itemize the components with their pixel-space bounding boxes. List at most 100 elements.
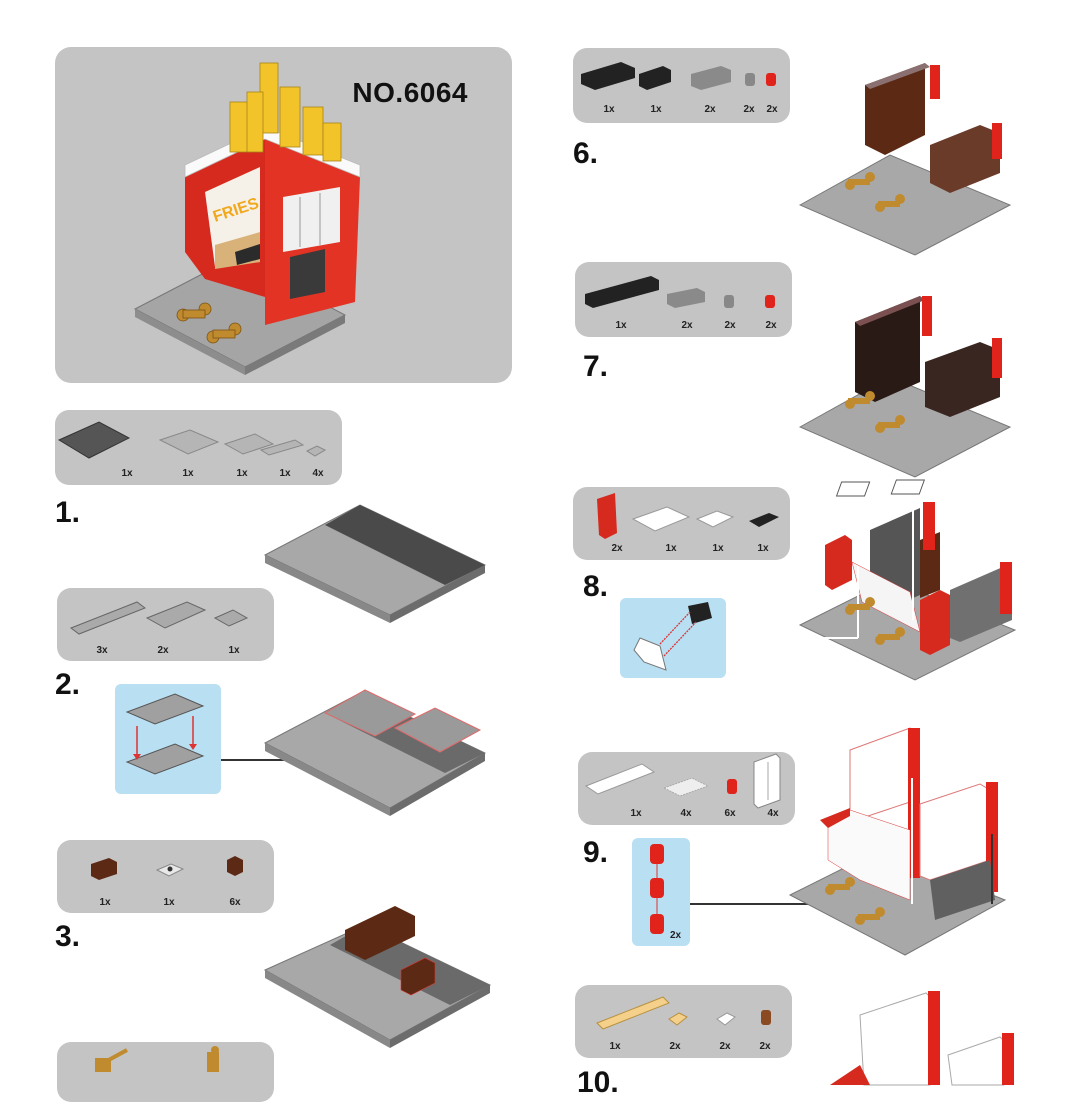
step-10-model-image [830, 991, 1014, 1086]
part-gray-tile-small-icon [305, 445, 327, 457]
step-2-parts-panel: 3x 2x 1x [57, 588, 274, 661]
finished-model-image: FRIES [133, 62, 361, 375]
sign-attach-diagram [633, 602, 712, 671]
step-9-model-image [788, 727, 1007, 956]
step-3-model-image [263, 906, 492, 1048]
part-black-plate-1x4-icon [749, 513, 779, 527]
step-4-parts-panel [57, 1042, 274, 1102]
part-gray-brick-1x2-icon [667, 288, 705, 308]
part-qty: 2x [681, 320, 693, 331]
step-6-model-image [798, 63, 1012, 256]
part-brown-brick-icon [227, 856, 243, 876]
part-qty: 1x [121, 468, 133, 479]
part-black-brick-1x6-icon [585, 276, 659, 308]
callout-qty: 2x [670, 930, 682, 941]
step-2-model-image [263, 689, 487, 816]
part-gray-tile-long-icon [259, 439, 305, 456]
part-tan-barrel-icon [207, 1046, 219, 1072]
part-tan-plate-1x8-icon [596, 996, 670, 1030]
step-10-parts-panel: 1x 2x 2x 2x [575, 985, 792, 1058]
step-8-parts-panel: 2x 1x 1x 1x [573, 487, 790, 560]
part-qty: 1x [650, 104, 662, 115]
stacking-plates-diagram [125, 693, 205, 775]
step-3-parts-panel: 1x 1x 6x [57, 840, 274, 913]
part-white-tile-2x3-icon [695, 510, 735, 528]
step-2-callout [115, 684, 221, 794]
part-qty: 4x [767, 808, 779, 819]
part-qty: 1x [630, 808, 642, 819]
part-qty: 1x [615, 320, 627, 331]
step-number: 7. [583, 350, 609, 383]
part-qty: 1x [665, 543, 677, 554]
part-qty: 6x [724, 808, 736, 819]
set-number: NO.6064 [352, 77, 468, 108]
stacked-red-rounds-diagram [650, 844, 664, 934]
part-qty: 2x [765, 320, 777, 331]
part-qty: 4x [680, 808, 692, 819]
part-qty: 1x [609, 1041, 621, 1052]
part-brown-round-icon [761, 1010, 771, 1025]
part-gray-tile-medium-icon [223, 433, 275, 455]
part-red-round-icon [766, 73, 776, 86]
step-number: 3. [55, 920, 81, 953]
cover-panel: NO.6064 FRIES [55, 47, 512, 383]
part-qty: 1x [163, 897, 175, 908]
part-red-round-icon [727, 779, 737, 794]
part-qty: 2x [719, 1041, 731, 1052]
part-qty: 2x [157, 645, 169, 656]
part-qty: 2x [704, 104, 716, 115]
part-qty: 3x [96, 645, 108, 656]
step-9-parts-panel: 1x 4x 6x 4x [578, 752, 795, 825]
part-gray-round-icon [724, 295, 734, 308]
part-qty: 2x [669, 1041, 681, 1052]
part-qty: 4x [312, 468, 324, 479]
step-number: 8. [583, 570, 609, 603]
step-1-parts-panel: 1x 1x 1x 1x 4x [55, 410, 342, 485]
part-black-brick-1x2-icon [639, 66, 671, 90]
part-qty: 1x [279, 468, 291, 479]
part-qty: 1x [228, 645, 240, 656]
part-qty: 2x [611, 543, 623, 554]
step-number: 10. [577, 1066, 619, 1099]
part-qty: 2x [766, 104, 778, 115]
part-red-slope-icon [597, 493, 617, 539]
part-white-tile-1x1-icon [716, 1012, 736, 1026]
part-white-window-icon [753, 753, 781, 809]
part-qty: 1x [757, 543, 769, 554]
part-gray-brick-1x3-icon [691, 66, 731, 90]
step-number: 6. [573, 137, 599, 170]
part-gray-round-icon [745, 73, 755, 86]
part-qty: 2x [724, 320, 736, 331]
step-8-callout [620, 598, 726, 678]
part-tan-plate-1x1-icon [668, 1012, 688, 1026]
part-qty: 1x [182, 468, 194, 479]
part-dark-gray-plate-icon [57, 421, 131, 459]
part-qty: 1x [236, 468, 248, 479]
step-7-parts-panel: 1x 2x 2x 2x [575, 262, 792, 337]
part-gray-tile-large-icon [158, 429, 220, 455]
part-gray-plate-1x6-icon [69, 601, 147, 635]
step-number: 1. [55, 496, 81, 529]
part-white-plate-2x6-icon [584, 763, 656, 795]
part-qty: 1x [712, 543, 724, 554]
part-white-jumper-plate-icon [155, 863, 185, 877]
step-6-parts-panel: 1x 1x 2x 2x 2x [573, 48, 790, 123]
step-8-model-image [798, 479, 1017, 681]
part-tan-barrel-arm-icon [95, 1048, 128, 1072]
part-black-brick-1x4-icon [581, 62, 635, 90]
part-qty: 1x [99, 897, 111, 908]
step-1-model-image [263, 504, 487, 623]
part-gray-plate-2x4-icon [145, 601, 207, 629]
part-brown-bracket-icon [91, 858, 117, 880]
step-9-callout: 2x [632, 838, 690, 946]
part-clear-tile-1x4-icon [662, 777, 710, 797]
part-white-tile-2x6-icon [631, 506, 691, 532]
part-qty: 2x [759, 1041, 771, 1052]
step-7-model-image [798, 296, 1012, 478]
part-red-round-icon [765, 295, 775, 308]
step-number: 2. [55, 668, 81, 701]
part-gray-plate-2x2-icon [213, 609, 249, 627]
part-qty: 2x [743, 104, 755, 115]
part-qty: 1x [603, 104, 615, 115]
step-number: 9. [583, 836, 609, 869]
